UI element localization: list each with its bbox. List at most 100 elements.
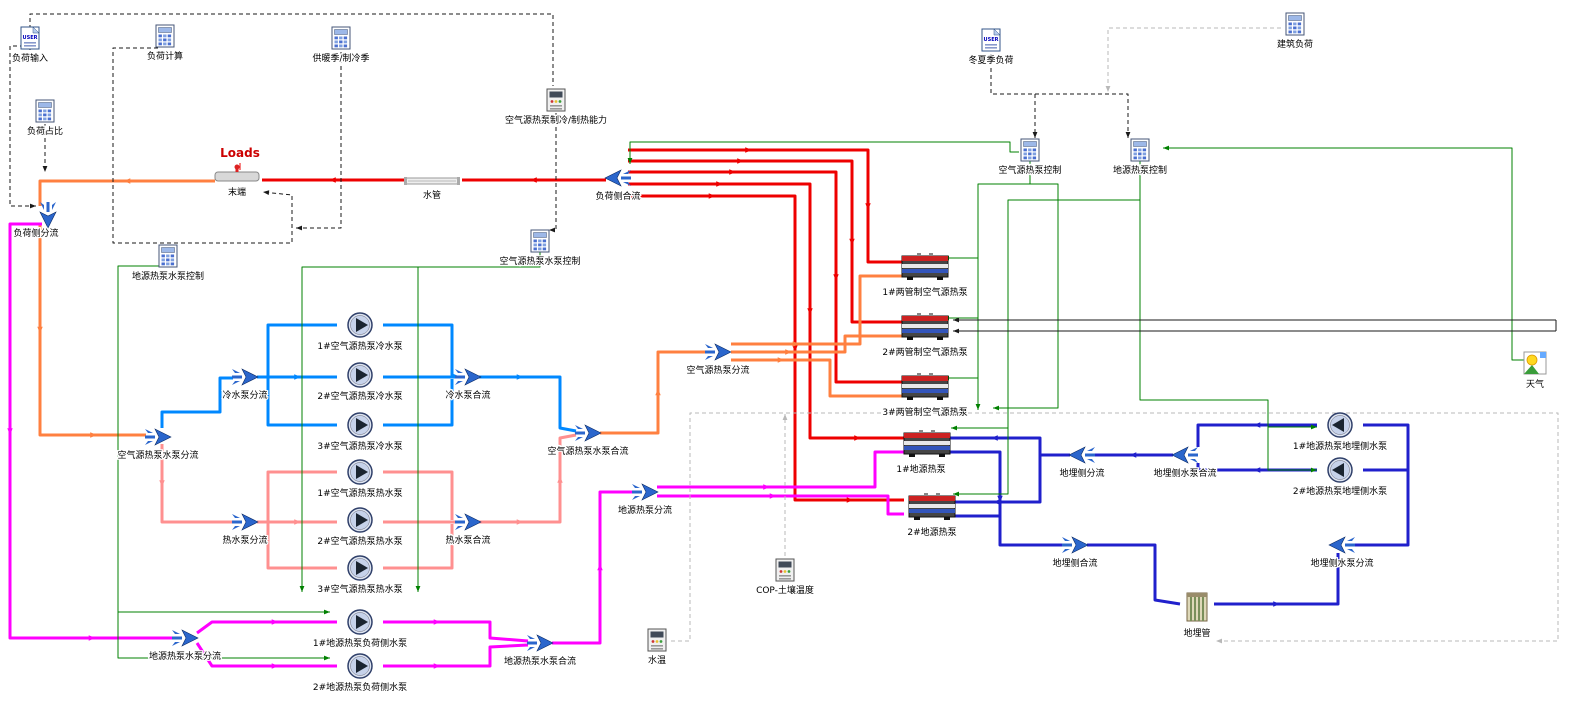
flow-arrow bbox=[865, 203, 871, 210]
pump-ashp-cold-1-icon[interactable] bbox=[347, 312, 373, 338]
split-hot-pumps-icon[interactable] bbox=[232, 513, 259, 531]
split-ashp-pumps-icon[interactable] bbox=[145, 428, 172, 446]
hot-link bbox=[383, 470, 454, 520]
weather-icon[interactable] bbox=[1523, 351, 1547, 375]
flow-arrow bbox=[159, 480, 165, 487]
terminal-unit-icon[interactable] bbox=[214, 164, 260, 182]
pump-gshp-load-1-icon[interactable] bbox=[347, 609, 373, 635]
season-switch-icon[interactable] bbox=[331, 26, 351, 50]
flow-arrow bbox=[716, 181, 723, 187]
ashp-pump-control-icon[interactable] bbox=[530, 229, 550, 253]
pump-ashp-hot-1-icon[interactable] bbox=[347, 459, 373, 485]
rect-shape bbox=[161, 254, 165, 258]
rect-shape bbox=[170, 262, 175, 266]
merge-gshp-pumps-icon[interactable] bbox=[527, 634, 554, 652]
pump-ashp-cold-3-icon[interactable] bbox=[347, 412, 373, 438]
rect-shape bbox=[343, 40, 348, 44]
polygon-shape bbox=[172, 642, 180, 646]
water-pipe-icon[interactable] bbox=[404, 177, 460, 185]
flow-arrow bbox=[975, 404, 981, 410]
weather-label: 天气 bbox=[1526, 378, 1544, 390]
merge-ashp-pumps-label: 空气源热泵水泵合流 bbox=[547, 445, 628, 457]
flow-arrow bbox=[530, 177, 537, 183]
load-ratio-icon[interactable] bbox=[35, 99, 55, 123]
seasonal-load-icon[interactable]: USER bbox=[981, 28, 1001, 52]
pump-ashp-hot-2-icon[interactable] bbox=[347, 507, 373, 533]
split-hot-pumps-label: 热水泵分流 bbox=[222, 534, 267, 546]
ground-link bbox=[1196, 423, 1317, 447]
rect-shape bbox=[538, 243, 542, 247]
magenta-link bbox=[196, 620, 337, 635]
split-ashp-label: 空气源热泵分流 bbox=[686, 364, 749, 376]
polygon-shape bbox=[356, 561, 368, 575]
ground-hx-icon[interactable] bbox=[1186, 592, 1208, 622]
rect-shape bbox=[1023, 148, 1027, 152]
polygon-shape bbox=[1171, 446, 1189, 464]
circle-shape bbox=[651, 640, 655, 643]
hot-link bbox=[160, 444, 233, 524]
pump-ashp-hot-3-icon[interactable] bbox=[347, 555, 373, 581]
flow-arrow bbox=[1311, 424, 1317, 430]
merge-ground-pumps-icon[interactable] bbox=[1171, 446, 1198, 464]
gshp-unit-2-icon[interactable] bbox=[908, 493, 956, 520]
loads-text-icon[interactable]: Loads bbox=[219, 145, 261, 161]
merge-ground-side-icon[interactable] bbox=[1062, 536, 1089, 554]
hot-link bbox=[383, 524, 454, 570]
gshp-control-icon[interactable] bbox=[1130, 138, 1150, 162]
merge-hot-pumps-icon[interactable] bbox=[455, 513, 482, 531]
split-ground-pumps-icon[interactable] bbox=[1328, 536, 1355, 554]
merge-load-side-icon[interactable] bbox=[604, 169, 631, 187]
pump-gshp-load-2-icon[interactable] bbox=[347, 653, 373, 679]
building-load-icon[interactable] bbox=[1285, 12, 1305, 36]
rect-shape bbox=[334, 40, 338, 44]
cop-soil-temp-icon[interactable] bbox=[775, 558, 795, 582]
pump-ground-1-icon[interactable] bbox=[1327, 412, 1353, 438]
rect-shape bbox=[1028, 152, 1032, 156]
rect-shape bbox=[549, 91, 563, 98]
ashp-unit-1-icon[interactable] bbox=[901, 253, 949, 280]
ashp-control-icon[interactable] bbox=[1020, 138, 1040, 162]
flow-arrow bbox=[745, 147, 752, 153]
gshp-unit-1-icon[interactable] bbox=[903, 430, 951, 457]
split-cold-pumps-icon[interactable] bbox=[232, 368, 259, 386]
rect-shape bbox=[902, 329, 948, 333]
ashp-capacity-icon[interactable] bbox=[546, 88, 566, 112]
rect-shape bbox=[929, 253, 933, 256]
rect-shape bbox=[334, 29, 348, 35]
rect-shape bbox=[235, 168, 239, 172]
split-gshp-icon[interactable] bbox=[632, 483, 659, 501]
polygon-shape bbox=[705, 344, 713, 348]
water-temp-icon[interactable] bbox=[647, 628, 667, 652]
pump-ashp-cold-2-icon[interactable] bbox=[347, 362, 373, 388]
load-input-label: 负荷输入 bbox=[12, 52, 48, 64]
flow-arrow bbox=[777, 357, 785, 363]
split-load-side-icon[interactable] bbox=[39, 202, 57, 229]
rect-shape bbox=[47, 117, 52, 121]
ashp-unit-3-icon[interactable] bbox=[901, 373, 949, 400]
pump-ground-2-icon[interactable] bbox=[1327, 457, 1353, 483]
orange-link bbox=[731, 274, 904, 346]
polygon-shape bbox=[1071, 536, 1089, 554]
rect-shape bbox=[907, 277, 913, 280]
pump-ashp-hot-3-label: 3#空气源热泵热水泵 bbox=[317, 583, 402, 595]
rect-shape bbox=[166, 254, 170, 258]
load-input-icon[interactable]: USER bbox=[20, 26, 40, 50]
rect-shape bbox=[538, 239, 542, 243]
black-link bbox=[29, 13, 554, 86]
ashp-unit-2-icon[interactable] bbox=[901, 313, 949, 340]
split-gshp-pumps-icon[interactable] bbox=[172, 629, 199, 647]
rect-shape bbox=[457, 177, 460, 185]
merge-ashp-pumps-icon[interactable] bbox=[575, 424, 602, 442]
rect-shape bbox=[38, 102, 52, 108]
ground-link bbox=[954, 455, 1042, 504]
merge-load-side-label: 负荷侧合流 bbox=[595, 190, 640, 202]
merge-cold-pumps-icon[interactable] bbox=[455, 368, 482, 386]
rect-shape bbox=[929, 313, 933, 316]
gshp-pump-control-icon[interactable] bbox=[158, 244, 178, 268]
pump-ashp-hot-2-label: 2#空气源热泵热水泵 bbox=[317, 535, 402, 547]
diverter-arrow bbox=[705, 343, 732, 361]
load-calc-icon[interactable] bbox=[155, 24, 175, 48]
split-ground-side-icon[interactable] bbox=[1068, 446, 1095, 464]
split-ashp-icon[interactable] bbox=[705, 343, 732, 361]
